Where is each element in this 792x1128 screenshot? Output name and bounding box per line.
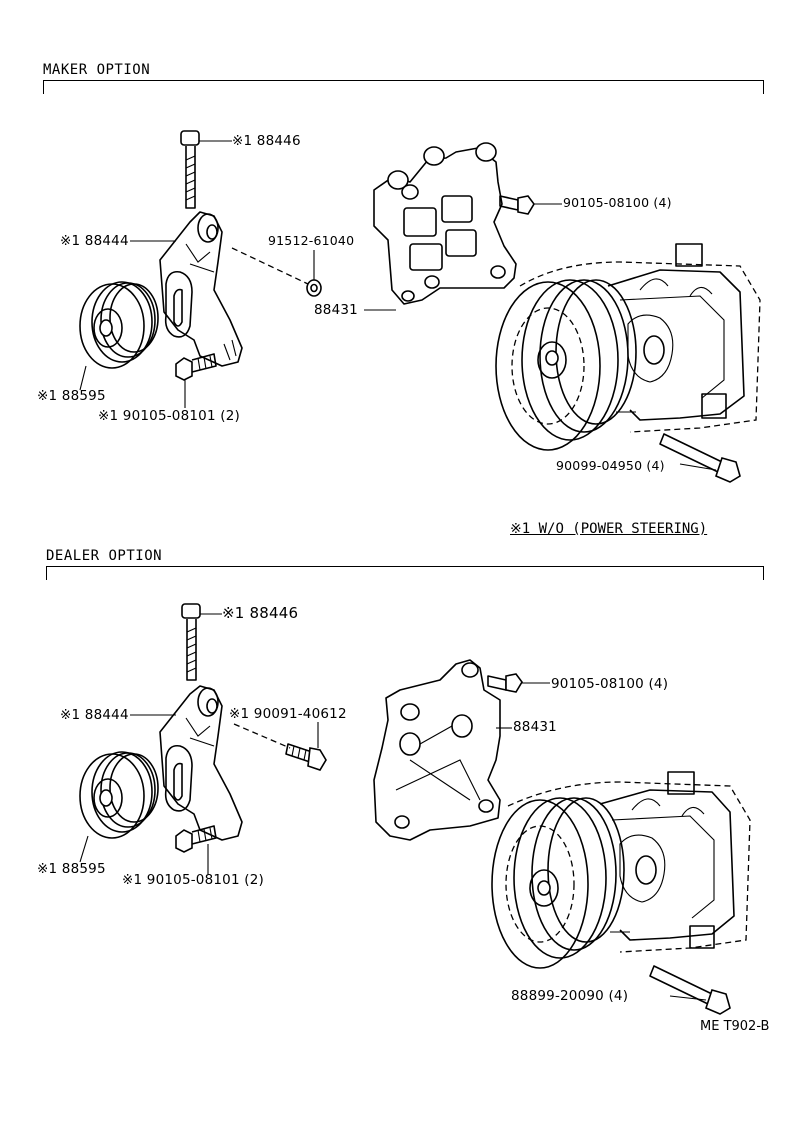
dealer-label-bracket-plate: 88431: [513, 719, 557, 735]
maker-label-bolt-88446: ※1 88446: [232, 133, 301, 149]
footnote: ※1 W/O (POWER STEERING): [510, 521, 708, 537]
dealer-option-title: DEALER OPTION: [46, 548, 163, 564]
maker-label-compressor-bolt: 90099-04950 (4): [556, 458, 665, 473]
dealer-idler-bracket-drawing: [130, 685, 243, 841]
maker-label-bolt-90105-08100: 90105-08100 (4): [563, 195, 672, 210]
maker-bracket-plate-drawing: [364, 142, 517, 311]
dealer-option-bracket: [46, 566, 764, 580]
dealer-bolt-88446-drawing: [181, 603, 222, 681]
dealer-bolt-90105-08101-drawing: [175, 825, 217, 874]
dealer-compressor-drawing: [491, 771, 751, 969]
maker-pulley-drawing: [79, 281, 159, 391]
dealer-pulley-drawing: [79, 751, 159, 863]
maker-option-title: MAKER OPTION: [43, 62, 151, 78]
maker-idler-bracket-drawing: [130, 211, 243, 367]
dealer-label-mid-bolt: ※1 90091-40612: [229, 706, 347, 722]
maker-label-idler-bracket: ※1 88444: [60, 233, 129, 249]
dealer-label-bolt-88446: ※1 88446: [222, 604, 299, 622]
maker-label-bracket-plate: 88431: [314, 302, 358, 318]
figure-reference: ME T902-B: [700, 1019, 770, 1034]
maker-bolt-88446-drawing: [180, 130, 232, 209]
dealer-compressor-bolt-drawing: [649, 965, 731, 1015]
dealer-label-bolt-90105-08100: 90105-08100 (4): [551, 676, 669, 692]
maker-bolt-90105-08101-drawing: [175, 353, 217, 408]
dealer-label-pulley: ※1 88595: [37, 861, 106, 877]
maker-bolt-90105-08100-drawing: [499, 195, 562, 215]
maker-compressor-drawing: [495, 243, 761, 451]
maker-label-gasket-part: 91512-61040: [268, 233, 355, 248]
maker-label-pulley: ※1 88595: [37, 388, 106, 404]
dealer-label-bolt-90105-08101: ※1 90105-08101 (2): [122, 872, 264, 888]
dealer-mid-bolt-drawing: [285, 722, 327, 771]
dealer-label-idler-bracket: ※1 88444: [60, 707, 129, 723]
maker-option-bracket: [43, 80, 764, 94]
dealer-bracket-plate-drawing: [373, 659, 512, 841]
maker-compressor-bolt-drawing: [659, 433, 741, 483]
maker-label-bolt-90105-08101: ※1 90105-08101 (2): [98, 408, 240, 424]
dealer-bolt-90105-08100-drawing: [487, 673, 550, 693]
maker-gasket-drawing: [306, 250, 322, 297]
dealer-label-compressor-bolt: 88899-20090 (4): [511, 988, 629, 1004]
